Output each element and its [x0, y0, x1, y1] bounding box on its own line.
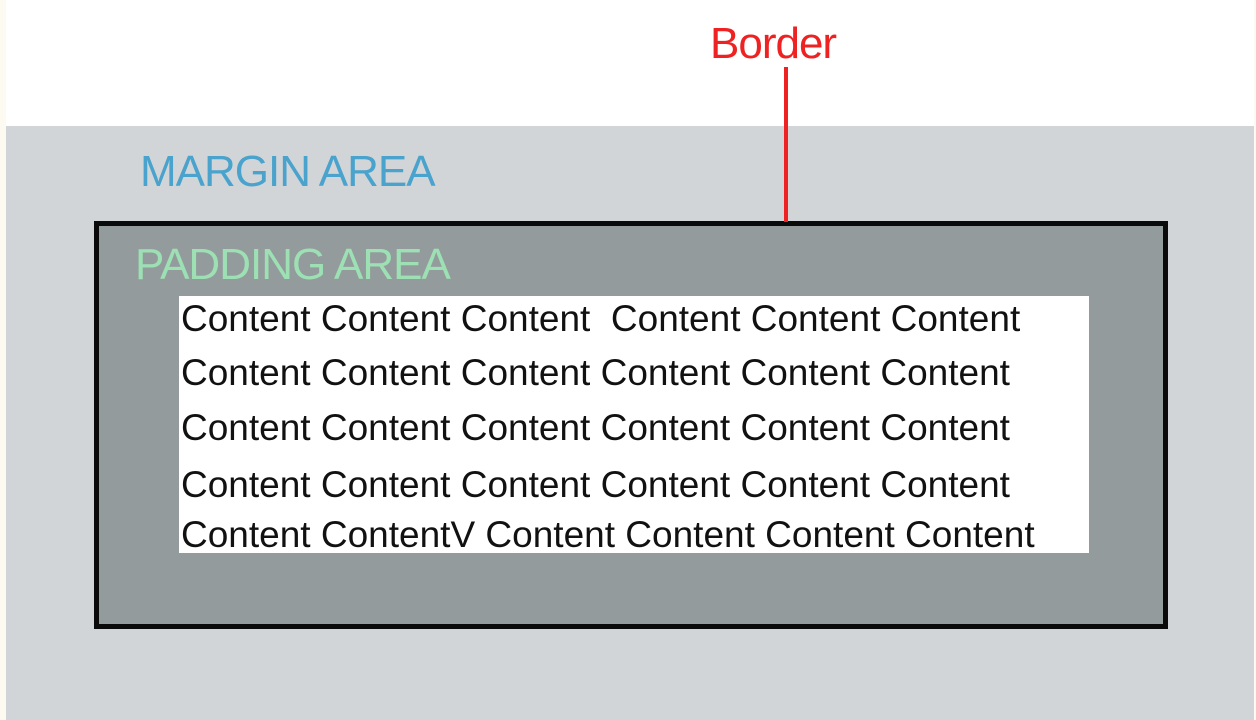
content-line: Content ContentV Content Content Content… [181, 514, 1035, 555]
margin-area: MARGIN AREA PADDING AREA Content Content… [6, 126, 1254, 720]
content-line: Content Content Content Content Content … [181, 352, 1010, 393]
border-box: PADDING AREA Content Content Content Con… [94, 221, 1168, 629]
content-line: Content Content Content Content Content … [181, 298, 1021, 339]
border-pointer-line [784, 67, 788, 222]
border-label: Border [710, 19, 837, 68]
content-line: Content Content Content Content Content … [181, 464, 1010, 505]
content-area: Content Content Content Content Content … [179, 296, 1089, 553]
content-line: Content Content Content Content Content … [181, 407, 1010, 448]
padding-area-label: PADDING AREA [135, 240, 451, 289]
margin-area-label: MARGIN AREA [140, 147, 436, 196]
box-model-diagram: MARGIN AREA PADDING AREA Content Content… [6, 0, 1254, 720]
